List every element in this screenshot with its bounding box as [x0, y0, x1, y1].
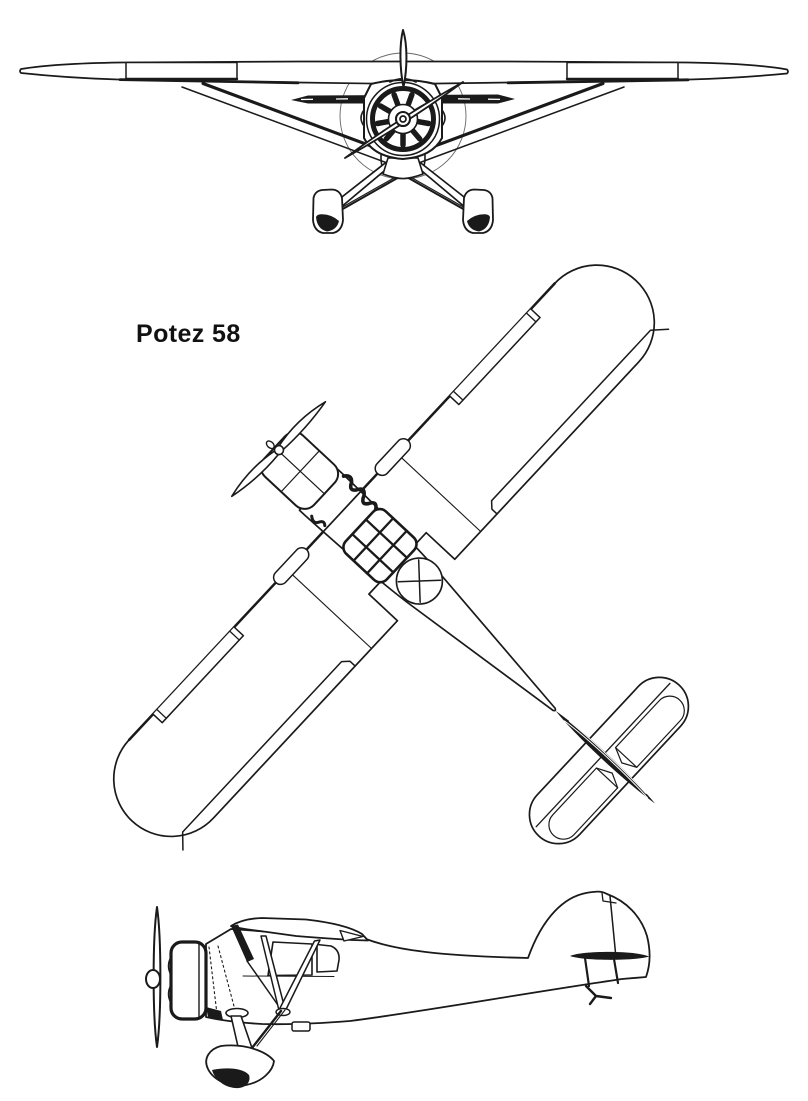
- leading-edge-over-fuselage: [321, 489, 363, 534]
- slat-left: [152, 626, 245, 724]
- wheel-left-front: [312, 188, 344, 234]
- tailplane-struts: [583, 956, 620, 988]
- propeller-hub-cap: [399, 115, 407, 123]
- rudder-stripes: [563, 720, 649, 799]
- wing-slats: [152, 308, 541, 724]
- radial-cylinders: [374, 91, 432, 148]
- cowl-panel-lines: [274, 446, 325, 495]
- aileron-left-front: [125, 61, 238, 80]
- spinner-top: [265, 440, 275, 450]
- wing-side-view: [230, 917, 369, 942]
- root-slot-left: [272, 546, 310, 586]
- nose-panel-seams: [208, 945, 236, 1015]
- spinner-side: [145, 969, 161, 989]
- aileron-left-top: [181, 660, 356, 851]
- aileron-right-top: [490, 328, 670, 515]
- rudder-top-view: [555, 710, 656, 804]
- prop-blade-right: [277, 400, 327, 452]
- cowl-side-bumps: [360, 109, 446, 127]
- front-view: [19, 29, 789, 234]
- gunner-hatch: [395, 557, 444, 605]
- tailplane-hinge-dashes: [300, 98, 501, 101]
- cowl-front-bumps: [167, 956, 172, 1004]
- aileron-right-front: [566, 61, 679, 80]
- top-view: [112, 264, 690, 851]
- aircraft-name-label: Potez 58: [136, 320, 241, 348]
- propeller-front: [344, 29, 464, 159]
- wing-underside-shadow-right: [506, 78, 690, 85]
- gear-rear-strut: [250, 1009, 283, 1050]
- fuselage-belly-front: [382, 157, 424, 180]
- cabin-window-rear: [316, 943, 340, 973]
- rudder-hinge-side: [609, 895, 617, 959]
- tire-left: [316, 214, 339, 232]
- tailskid: [584, 984, 613, 1006]
- boarding-step: [291, 1021, 311, 1032]
- propeller-side: [145, 906, 162, 1048]
- prop-blade-left: [230, 449, 280, 498]
- windshield-pillar: [231, 924, 254, 962]
- slat-right: [448, 308, 541, 406]
- cowl-dark-ring: [370, 86, 436, 152]
- canopy-grid: [342, 507, 418, 584]
- propeller-blade-vertical: [399, 29, 408, 88]
- hatch-cross: [397, 559, 442, 603]
- side-view: [145, 890, 651, 1089]
- engine-cowling-side: [167, 940, 208, 1021]
- root-slot-right: [374, 438, 412, 477]
- longeron-line: [242, 975, 335, 977]
- front-cabin-strut: [246, 960, 281, 1009]
- rudder-horn-notch: [601, 892, 617, 904]
- wing-root-rib-lines: [286, 452, 482, 650]
- propeller-top-view: [230, 400, 327, 498]
- exhaust-pipe-side: [206, 1007, 223, 1020]
- elevator-right: [614, 695, 685, 768]
- rear-strut-anchor: [339, 929, 364, 942]
- tire-right: [467, 214, 490, 232]
- tire-side: [212, 1068, 250, 1089]
- wheel-right-front: [462, 188, 494, 234]
- prop-hub-top: [273, 444, 285, 456]
- elevator-cutout-notch: [595, 746, 638, 789]
- tailplane-side: [570, 951, 649, 960]
- elevator-left: [548, 767, 619, 840]
- landing-gear-side: [205, 1007, 286, 1089]
- fuselage-side: [205, 890, 651, 1026]
